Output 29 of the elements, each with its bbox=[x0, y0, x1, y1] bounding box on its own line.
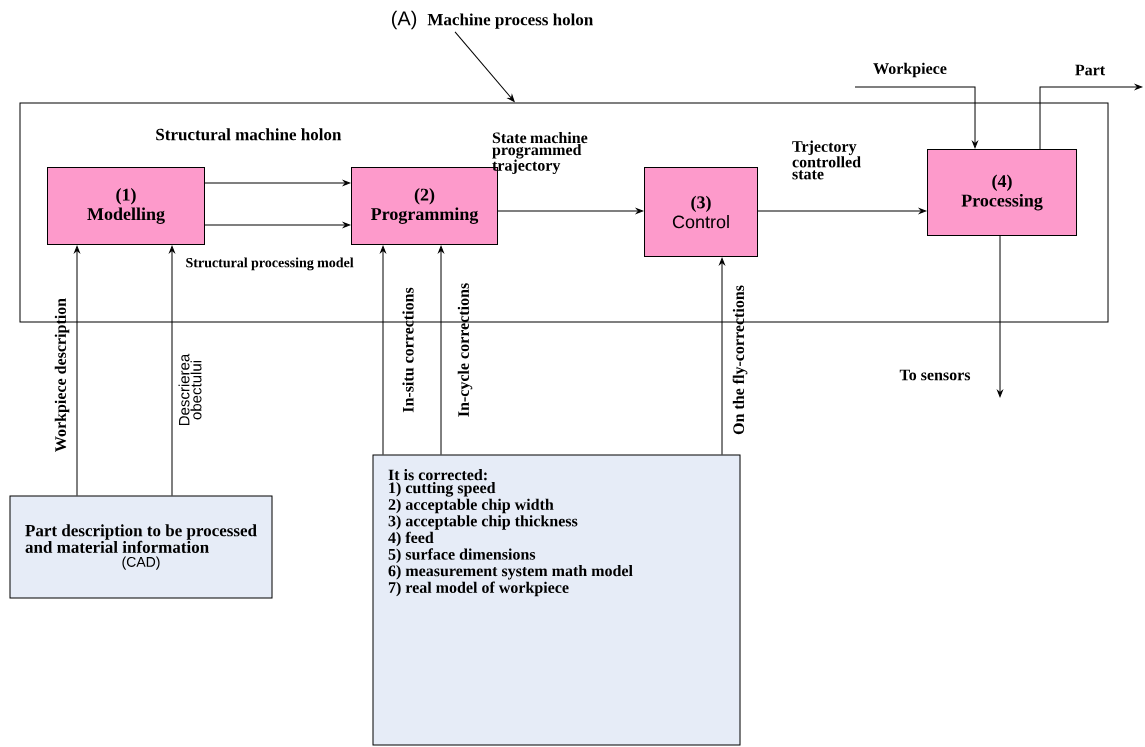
leader-line bbox=[454, 31, 515, 102]
arrow bbox=[438, 245, 444, 455]
arrow bbox=[169, 245, 175, 496]
edge-label: To sensors bbox=[899, 369, 971, 381]
edge-label: In-cycle corrections bbox=[457, 283, 473, 417]
arrow bbox=[997, 235, 1003, 398]
input-box: Part description to be processed and material information (CAD) bbox=[9, 495, 273, 599]
arrow bbox=[204, 222, 351, 228]
note-text: Structural processing model bbox=[186, 257, 354, 271]
arrow bbox=[380, 245, 386, 455]
edge-label: Descrierea obectului bbox=[178, 353, 202, 426]
edge-label: On the fly-corrections bbox=[732, 285, 748, 435]
edge-label: Part bbox=[1075, 64, 1106, 76]
arrow bbox=[74, 245, 80, 496]
arrow bbox=[719, 257, 725, 455]
arrow bbox=[497, 208, 644, 214]
arrow bbox=[1039, 84, 1143, 150]
correction-list-box: It is corrected: 1) cutting speed 2) acceptable chip width 3) acceptable chip thickness 4) feed 5) surface dimensions 6) measurement system math model 7) real model of workpiece bbox=[372, 454, 741, 746]
edge-label: Workpiece description bbox=[54, 298, 70, 452]
edge-label: Trjectory controlled state bbox=[792, 140, 861, 180]
process-box: (4) Processing bbox=[927, 149, 1077, 236]
process-box: (1) Modelling bbox=[47, 167, 205, 245]
title-text: (A) Machine process holon bbox=[391, 10, 593, 30]
arrow bbox=[854, 86, 978, 149]
edge-label: In-situ corrections bbox=[402, 287, 414, 413]
arrow bbox=[204, 180, 351, 186]
edge-label: Workpiece bbox=[873, 62, 947, 78]
arrow bbox=[757, 208, 927, 214]
process-box: (3) Control bbox=[644, 167, 758, 257]
